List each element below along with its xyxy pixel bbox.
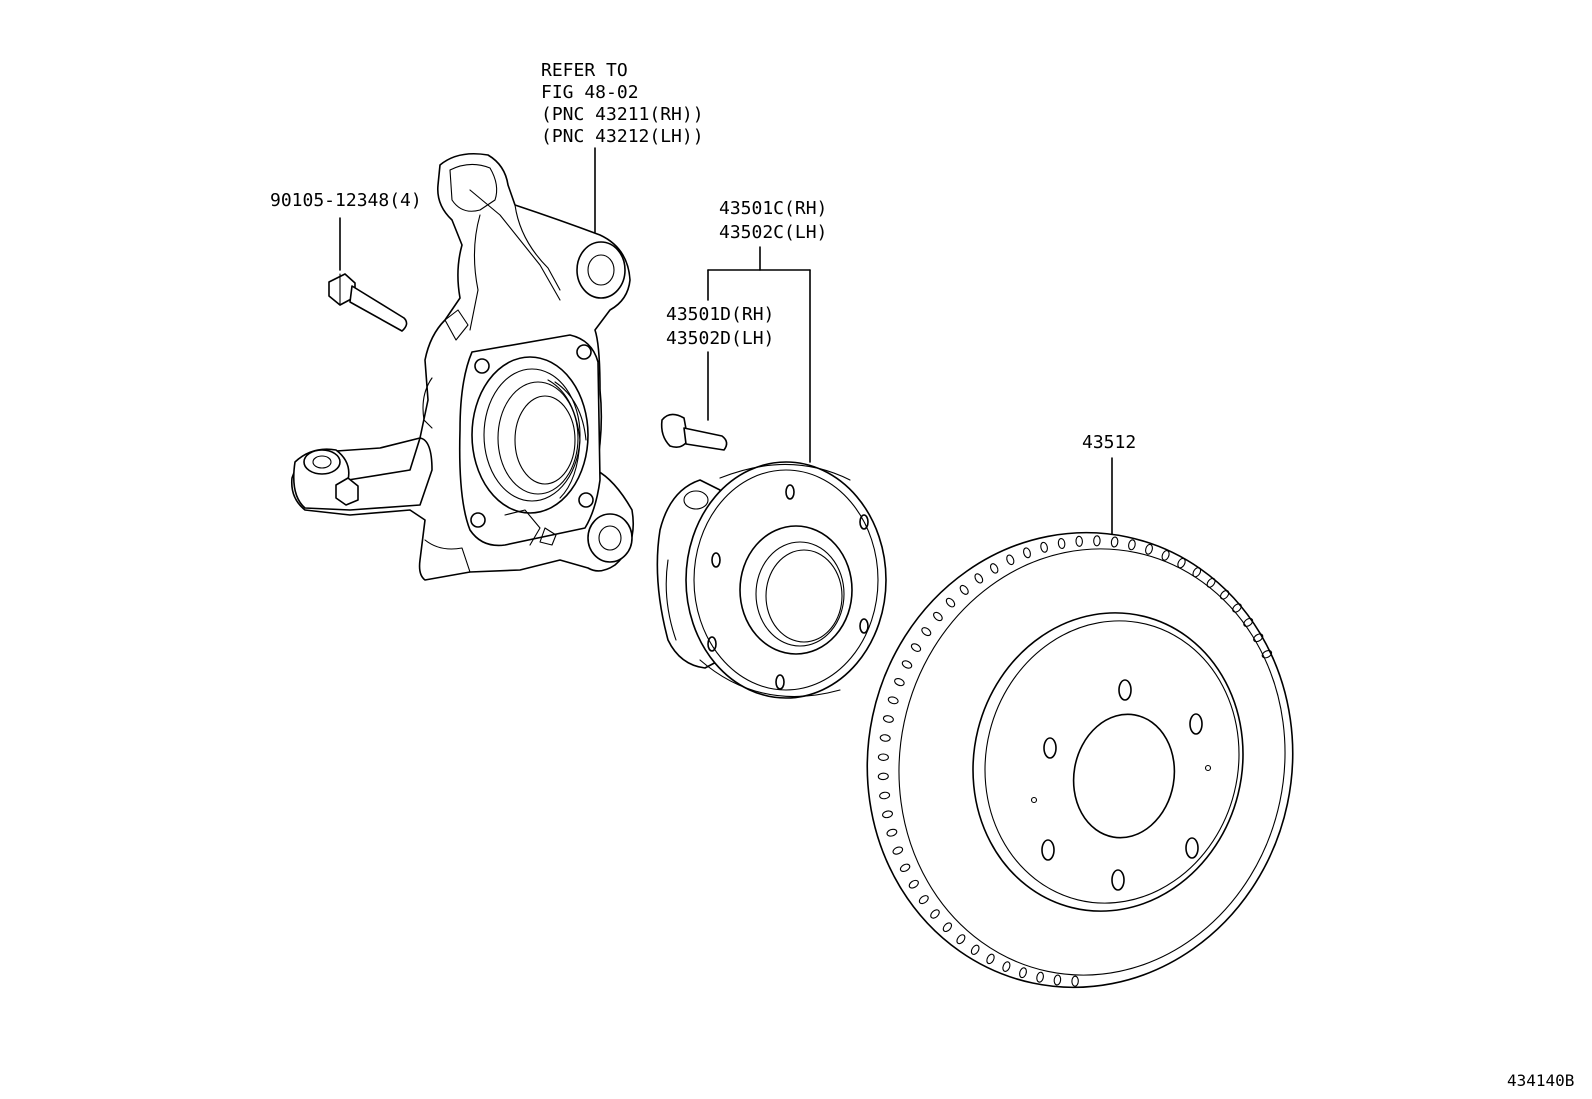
disc-vent	[887, 696, 899, 705]
disc-vent	[986, 953, 995, 965]
disc-vent	[1243, 617, 1254, 627]
disc-vent	[910, 643, 922, 652]
disc-vent	[894, 678, 905, 687]
disc-vent	[879, 791, 891, 800]
lower-boss	[587, 513, 633, 563]
disc-vent	[1206, 577, 1216, 588]
disc-vent	[1036, 971, 1044, 983]
disc-vent	[886, 828, 898, 837]
knuckle-drawing	[290, 152, 634, 581]
disc-vents	[877, 535, 1273, 987]
disc-vent	[930, 909, 940, 919]
disc-vent	[1006, 554, 1015, 566]
hub-pilot	[739, 525, 853, 655]
refer-label-line4: (PNC 43212(LH))	[541, 126, 704, 147]
disc-vent	[882, 810, 893, 819]
upper-boss	[576, 241, 626, 299]
disc-vent	[1128, 539, 1136, 551]
disc-vent	[1219, 589, 1230, 600]
disc-vent	[879, 734, 891, 742]
disc-vent	[1253, 633, 1264, 643]
knuckle-bore	[471, 356, 589, 514]
refer-label-line1: REFER TO	[541, 60, 628, 81]
disc-vent	[1002, 961, 1011, 972]
disc-vent	[1232, 603, 1242, 613]
disc-vent	[1177, 557, 1186, 569]
disc-vent	[1093, 535, 1101, 547]
bolt-shank	[349, 285, 408, 332]
disc-vent	[1040, 541, 1048, 553]
hub-bolt-shank	[683, 427, 728, 451]
disc-part-number: 43512	[1082, 432, 1137, 453]
disc-vent	[877, 753, 889, 761]
hub-bolt-head	[660, 413, 689, 448]
disc-vent	[970, 944, 980, 955]
hub-drawing	[656, 461, 887, 699]
refer-label-line2: FIG 48-02	[541, 82, 639, 103]
disc-vent	[942, 922, 953, 933]
disc-vent	[933, 611, 943, 622]
disc-vent	[945, 597, 956, 608]
disc-drawing	[866, 531, 1294, 989]
disc-vent	[1057, 537, 1066, 550]
disc-vent	[959, 584, 969, 595]
hub-bolt-drawing	[660, 413, 728, 451]
disc-vent	[1053, 974, 1062, 986]
leader-lines	[339, 147, 1113, 536]
disc-vent	[877, 772, 889, 781]
refer-label-line3: (PNC 43211(RH))	[541, 104, 704, 125]
disc-vent	[1192, 567, 1202, 578]
disc-vent	[1110, 536, 1119, 548]
bolt-drawing	[328, 273, 408, 332]
disc-vent	[974, 573, 984, 584]
disc-vent	[882, 715, 894, 723]
disc-vent	[1145, 543, 1153, 555]
hub-c-lh-part-number: 43502C(LH)	[719, 222, 828, 243]
disc-vent	[1261, 649, 1273, 659]
disc-vent	[901, 660, 913, 669]
disc-vent	[989, 563, 999, 574]
disc-vent	[956, 934, 966, 945]
disc-vent	[1019, 967, 1027, 979]
disc-vent	[1075, 535, 1083, 547]
hub-d-lh-part-number: 43502D(LH)	[666, 328, 775, 349]
disc-vent	[1071, 975, 1079, 987]
disc-vent	[892, 846, 904, 855]
disc-vent	[899, 863, 911, 873]
bolt-part-number: 90105-12348(4)	[270, 190, 422, 211]
hub-c-rh-part-number: 43501C(RH)	[719, 198, 828, 219]
hub-d-rh-part-number: 43501D(RH)	[666, 304, 775, 325]
disc-bore	[1072, 713, 1176, 839]
disc-vent	[918, 895, 929, 905]
figure-id: 434140B	[1507, 1071, 1575, 1090]
disc-vent	[921, 627, 932, 637]
disc-vent	[1023, 547, 1031, 559]
disc-vent	[1161, 550, 1170, 561]
disc-vent	[908, 879, 919, 889]
